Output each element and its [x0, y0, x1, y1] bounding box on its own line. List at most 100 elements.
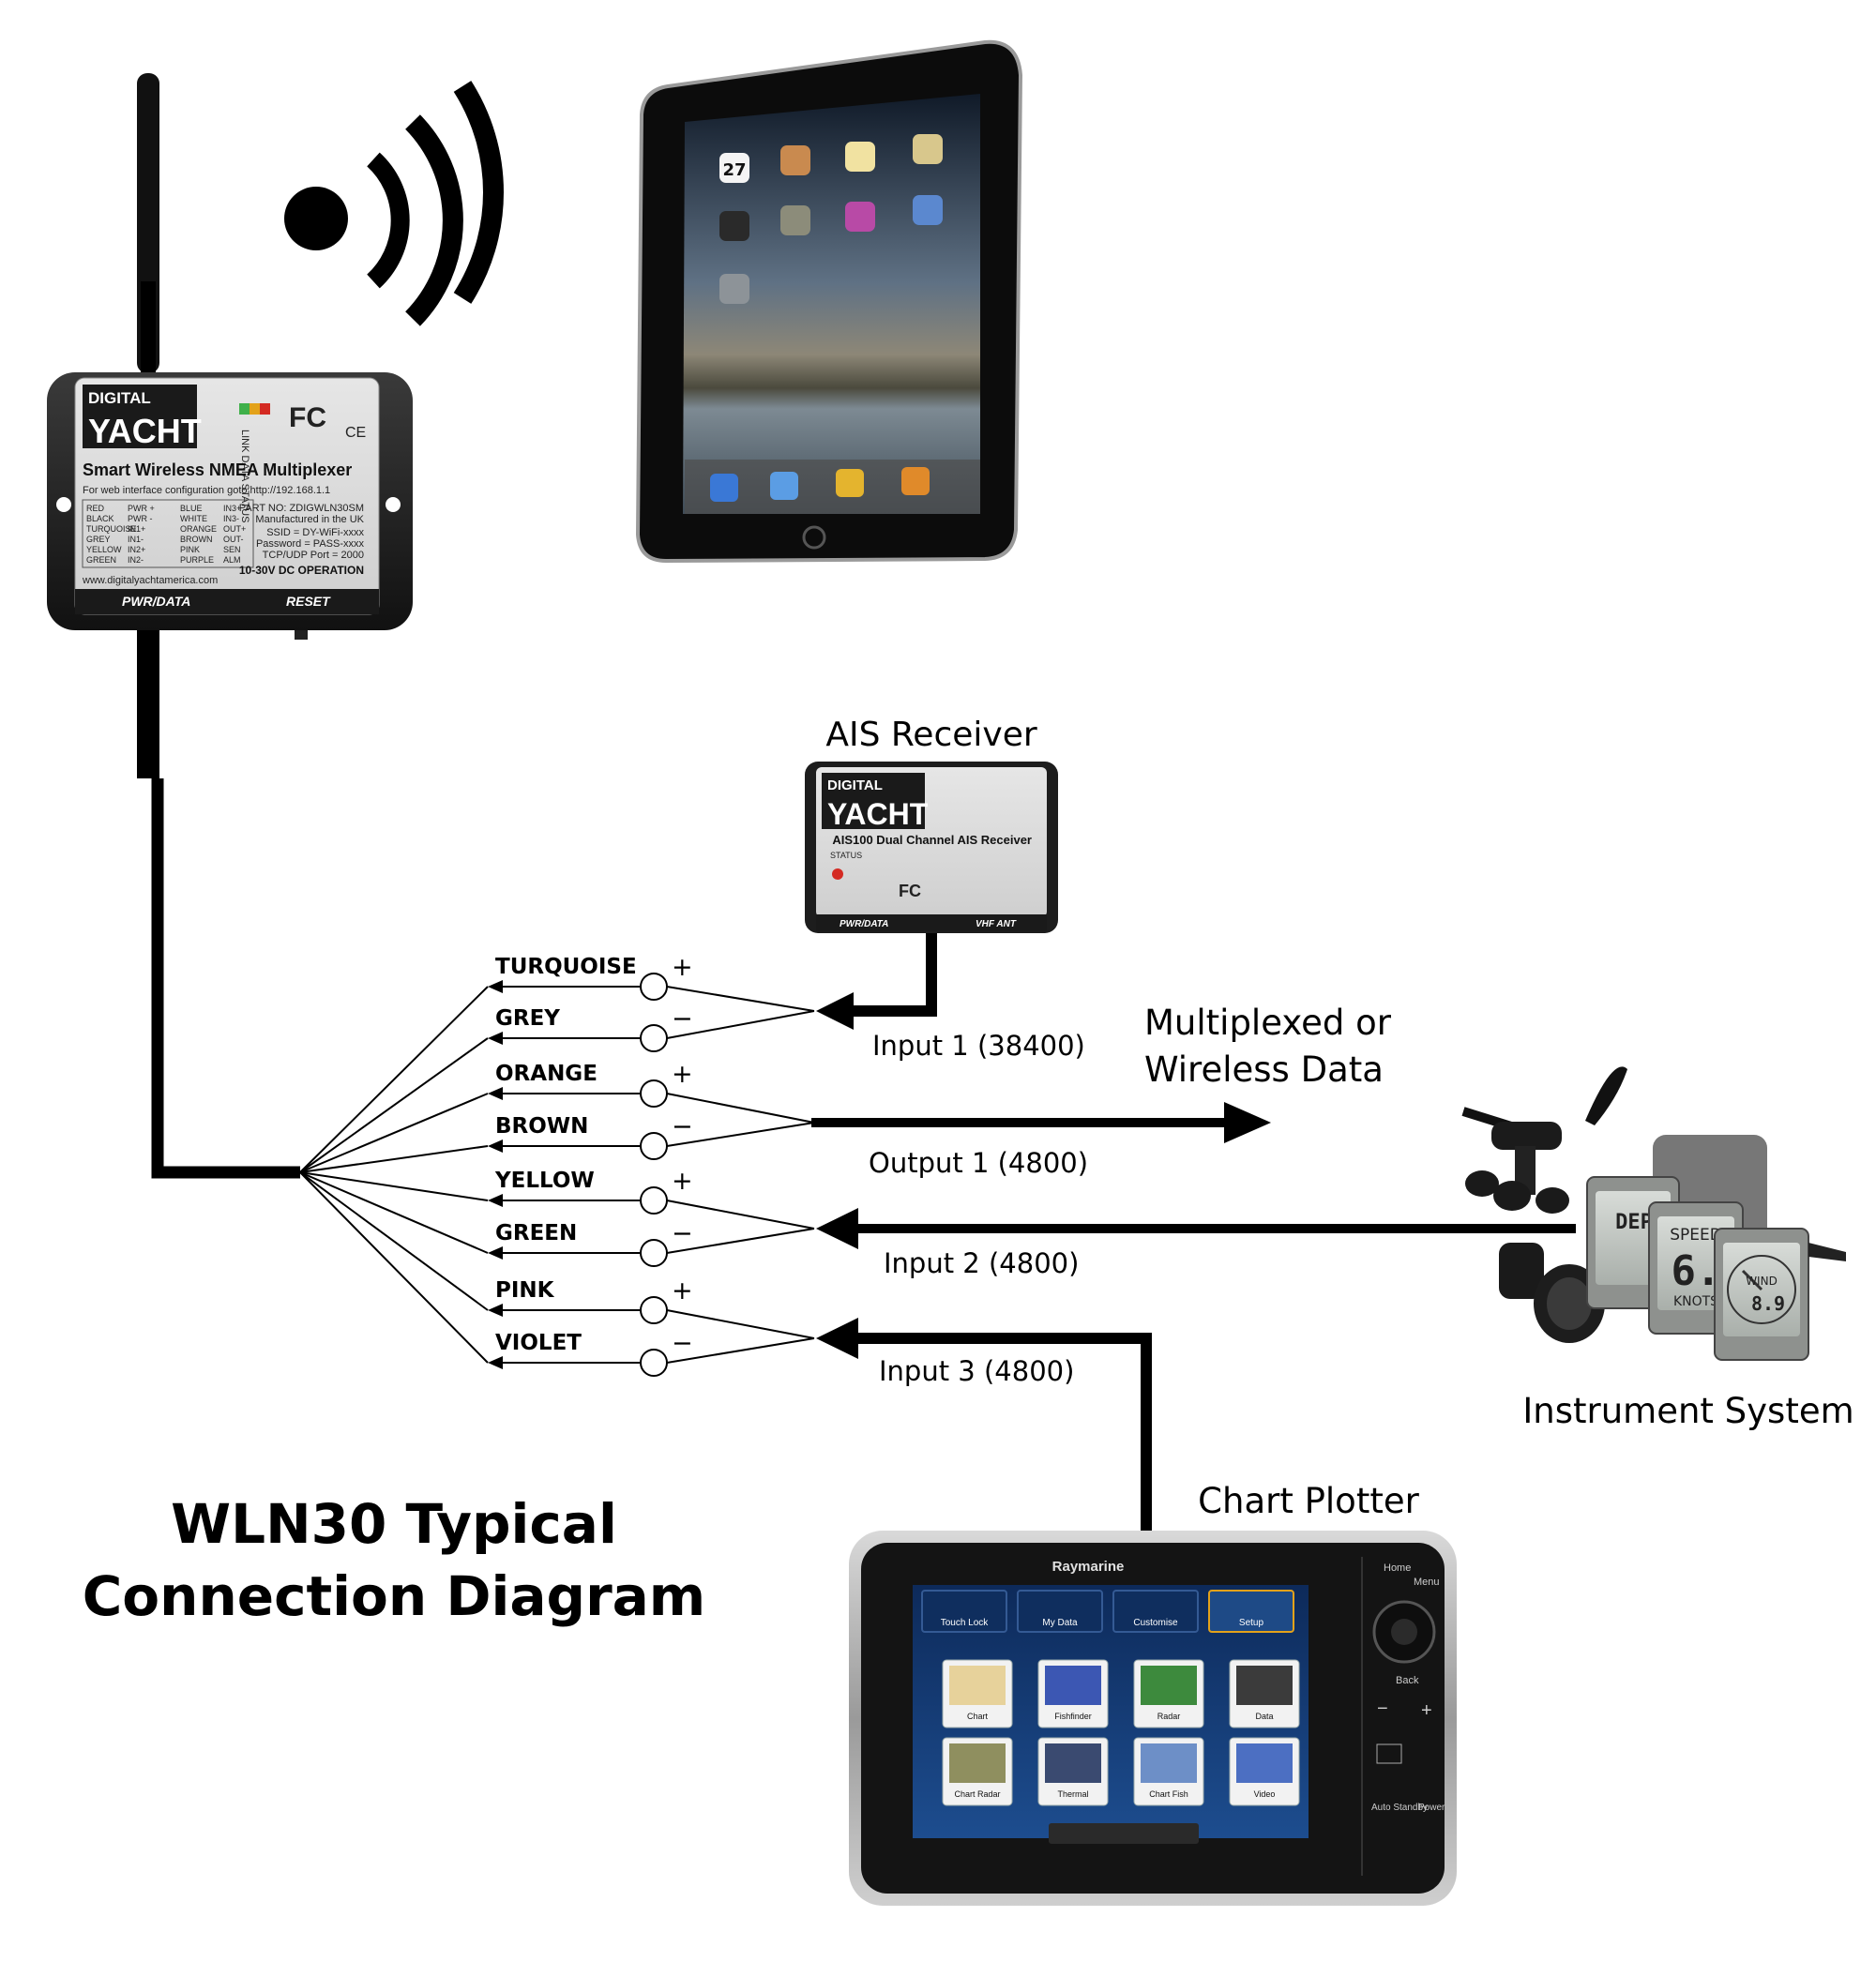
- back-button[interactable]: Back: [1396, 1675, 1419, 1686]
- input1-label: Input 1 (38400): [872, 1030, 1085, 1062]
- terminal-circle: [640, 1186, 668, 1215]
- wire-table-cell: BLUE: [180, 504, 203, 513]
- merge-line: [666, 1010, 815, 1039]
- plotter-app-icon: [1236, 1666, 1293, 1705]
- plotter-tab-label: Touch Lock: [941, 1618, 990, 1628]
- fanout-line: [299, 1093, 489, 1173]
- plotter-bottom-bar: [1049, 1823, 1199, 1844]
- output1-line: [811, 1102, 1271, 1143]
- wire-table-cell: IN1+: [128, 524, 145, 534]
- terminal-circle: [640, 1079, 668, 1108]
- multiplexer-model-text: Smart Wireless NMEA Multiplexer: [83, 460, 352, 479]
- plotter-app-label: Thermal: [1057, 1789, 1088, 1799]
- plotter-app-icon: [1236, 1743, 1293, 1783]
- ais-pwr-data-label: PWR/DATA: [840, 919, 888, 929]
- fcc-mark: FC: [289, 402, 326, 433]
- plotter-tab[interactable]: [1208, 1590, 1294, 1633]
- polarity-sign: +: [672, 1276, 693, 1305]
- wire-table-cell: YELLOW: [86, 545, 122, 554]
- main-cable: [137, 630, 300, 1179]
- ais-logo-bottom: YACHT: [827, 797, 929, 831]
- terminal-circle: [640, 1132, 668, 1160]
- raymarine-logo: Raymarine: [1052, 1559, 1125, 1575]
- wire-arrowhead: [488, 980, 503, 993]
- wire-arrowhead: [488, 1356, 503, 1369]
- ais-receiver-device: DIGITAL YACHT AIS100 Dual Channel AIS Re…: [805, 762, 1058, 933]
- plotter-tab[interactable]: [1112, 1590, 1199, 1633]
- wire-arrowhead: [488, 1194, 503, 1207]
- ais-vhf-ant-label: VHF ANT: [976, 919, 1017, 929]
- ais-fcc-mark: FC: [899, 882, 921, 900]
- wire-label-grey: GREY: [495, 1006, 560, 1031]
- auto-standby-button[interactable]: Auto Standby: [1371, 1803, 1428, 1813]
- merge-line: [666, 1200, 815, 1230]
- terminal-circle: [640, 1239, 668, 1267]
- fanout-line: [299, 1171, 489, 1201]
- wire-table-cell: SEN: [223, 545, 241, 554]
- wire-table-cell: OUT+: [223, 524, 246, 534]
- multiplexer-device: DIGITAL YACHT LINK DATA STATUS FC CE Sma…: [47, 372, 413, 640]
- plotter-tab[interactable]: [1017, 1590, 1103, 1633]
- reset-label: RESET: [286, 594, 331, 609]
- wire-arrowhead: [488, 1032, 503, 1045]
- antenna: [137, 73, 159, 375]
- plotter-app-label: Chart: [967, 1712, 989, 1721]
- speed-display-unit: KNOTS: [1673, 1294, 1718, 1309]
- input2-line: [816, 1208, 1576, 1249]
- wire-table-cell: BROWN: [180, 535, 213, 544]
- fanout-line: [299, 1171, 489, 1311]
- plotter-app-icon: [1141, 1666, 1197, 1705]
- plotter-app-icon: [1141, 1743, 1197, 1783]
- terminal-circle: [640, 1296, 668, 1324]
- wire-table-cell: IN1-: [128, 535, 144, 544]
- polarity-sign: +: [672, 1167, 693, 1196]
- ais-logo-top: DIGITAL: [827, 777, 883, 793]
- zoom-in-button[interactable]: +: [1421, 1700, 1432, 1721]
- instrument-display-wind: WIND 8.9: [1714, 1228, 1809, 1361]
- polarity-sign: −: [672, 1329, 693, 1358]
- merge-line: [666, 986, 815, 1012]
- svg-text:27: 27: [722, 160, 746, 180]
- wire-label-brown: BROWN: [495, 1114, 588, 1139]
- reset-button[interactable]: [295, 630, 308, 640]
- wind-display-value: 8.9: [1751, 1292, 1785, 1315]
- plotter-app-icon: [1045, 1743, 1101, 1783]
- plotter-tab-label: My Data: [1042, 1618, 1078, 1628]
- wire-table-cell: PWR -: [128, 514, 153, 523]
- instrument-system-label: Instrument System: [1522, 1391, 1853, 1431]
- plotter-app-label: Fishfinder: [1054, 1712, 1092, 1721]
- ais-status-led: [832, 868, 843, 880]
- wire-table-cell: IN3+: [223, 504, 241, 513]
- multiplexed-label-line1: Multiplexed or: [1144, 1003, 1392, 1043]
- wire-table-cell: RED: [86, 504, 105, 513]
- wire-fanout: TURQUOISE+GREY−ORANGE+BROWN−YELLOW+GREEN…: [299, 953, 815, 1377]
- merge-line: [666, 1122, 815, 1147]
- polarity-sign: +: [672, 953, 693, 982]
- instrument-system: DEP SPEED 6. KNOTS WIND 8.9: [1461, 1066, 1846, 1361]
- wire-arrowhead: [488, 1304, 503, 1317]
- diagram-title-line1: WLN30 Typical: [171, 1492, 617, 1556]
- wire-table-cell: OUT-: [223, 535, 244, 544]
- waypoint-button[interactable]: [1376, 1743, 1402, 1764]
- wire-label-violet: VIOLET: [495, 1331, 582, 1355]
- home-button[interactable]: Home: [1384, 1562, 1411, 1574]
- wifi-icon: [284, 81, 504, 326]
- plotter-tab[interactable]: [921, 1590, 1007, 1633]
- plotter-app-label: Data: [1255, 1712, 1273, 1721]
- wire-table-cell: PWR +: [128, 504, 155, 513]
- wire-label-turquoise: TURQUOISE: [495, 955, 637, 979]
- fanout-line: [299, 1171, 489, 1254]
- power-button[interactable]: Power: [1418, 1803, 1445, 1813]
- plotter-tab-label: Customise: [1133, 1618, 1178, 1628]
- wire-label-yellow: YELLOW: [494, 1169, 595, 1193]
- wire-table-cell: TURQUOISE: [86, 524, 137, 534]
- menu-button[interactable]: Menu: [1414, 1577, 1440, 1588]
- part-number: PART NO: ZDIGWLN30SM: [239, 503, 364, 514]
- wire-table-cell: IN2+: [128, 545, 145, 554]
- merge-line: [666, 1228, 815, 1254]
- zoom-out-button[interactable]: −: [1377, 1698, 1388, 1719]
- wire-table-cell: GREY: [86, 535, 111, 544]
- merge-line: [666, 1337, 815, 1364]
- ce-mark: CE: [345, 425, 366, 441]
